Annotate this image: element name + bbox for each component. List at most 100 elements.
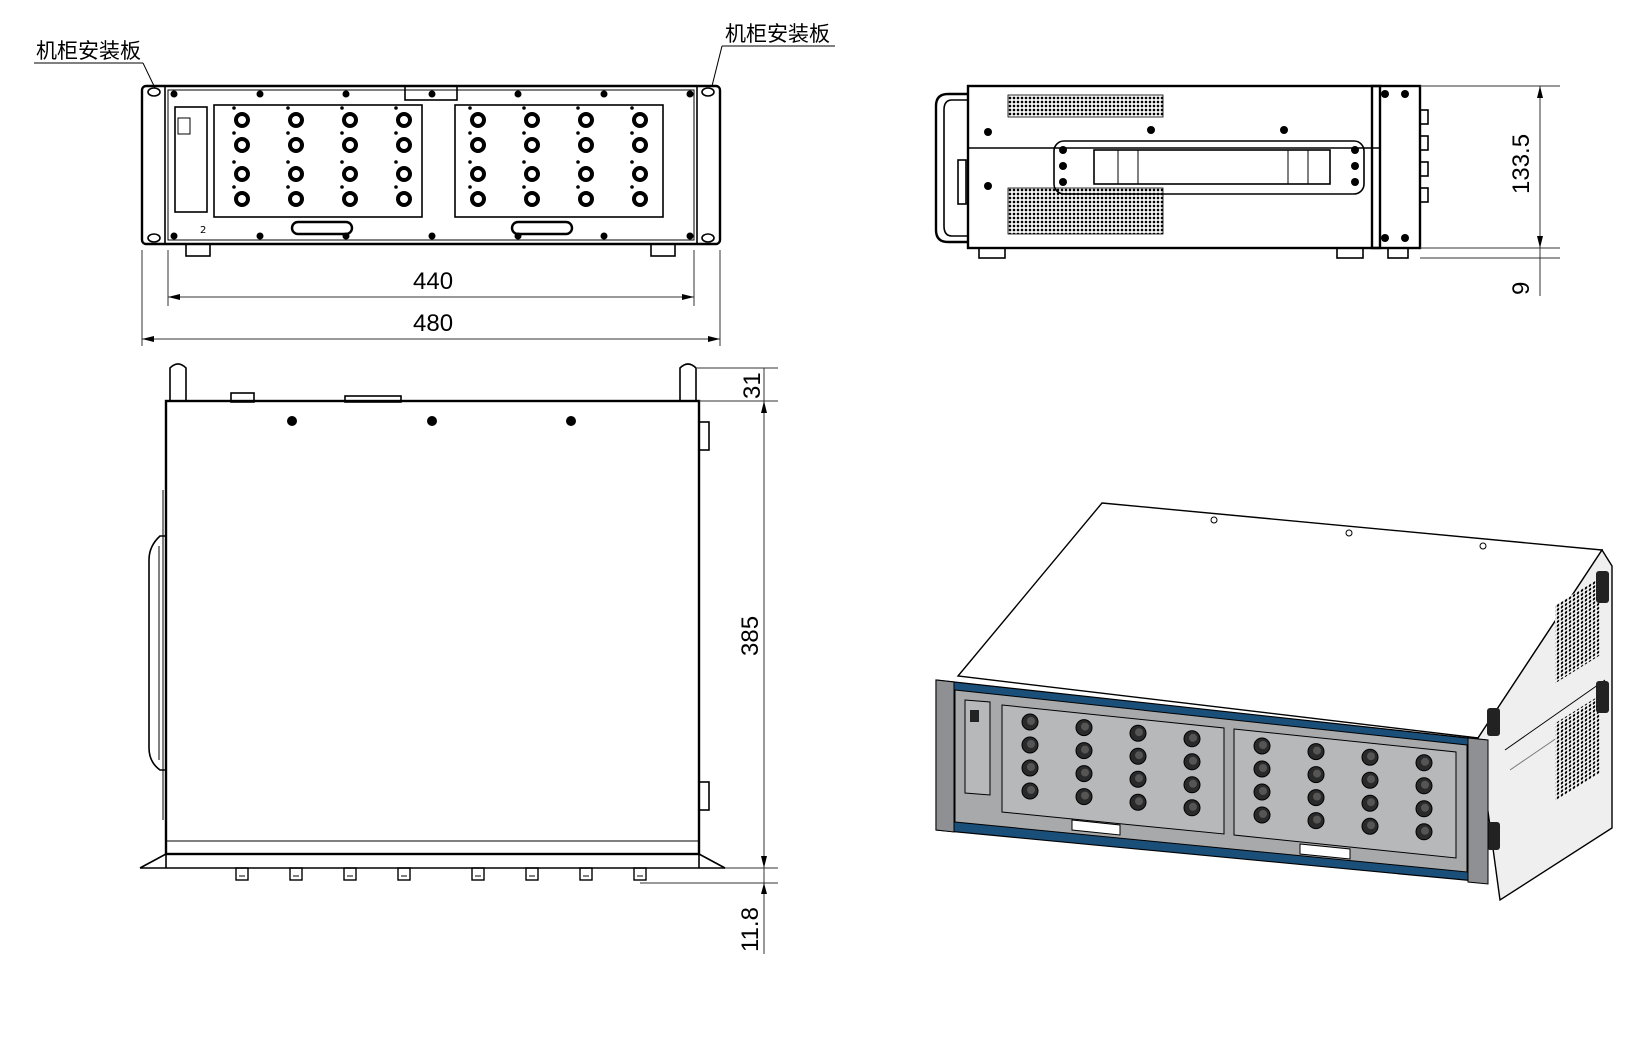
bnc-connector: [1415, 823, 1433, 841]
bnc-connector: [1253, 783, 1271, 801]
front-view: 机柜安装板 机柜安装板 2: [34, 22, 835, 346]
dim-height: 133.5: [1508, 134, 1535, 194]
bnc-connector: [1075, 788, 1093, 806]
bnc-connector: [1021, 713, 1039, 731]
screw: [170, 232, 178, 240]
connector-stub: [633, 867, 647, 881]
bnc-connector: [1129, 747, 1147, 765]
bnc-connector: [468, 131, 486, 153]
panel-label-right: 机柜安装板: [725, 22, 830, 46]
screw: [342, 90, 350, 98]
bnc-connector: [1129, 793, 1147, 811]
dim-handle: 31: [739, 372, 766, 399]
bnc-connector: [468, 160, 486, 182]
screw: [1147, 126, 1155, 134]
bnc-connector: [630, 131, 648, 153]
connector-stub: [289, 867, 303, 881]
bnc-connector: [286, 160, 304, 182]
top-view: 31 385 11.8: [139, 363, 778, 954]
bnc-connector: [1415, 777, 1433, 795]
bnc-connector: [394, 185, 412, 207]
svg-text:2: 2: [200, 225, 206, 236]
screw: [686, 90, 694, 98]
bnc-connector: [340, 160, 358, 182]
bnc-connector: [1075, 765, 1093, 783]
bnc-connector: [522, 160, 540, 182]
bnc-connector: [286, 106, 304, 128]
dim-foot-height: 9: [1508, 282, 1535, 295]
bnc-connector: [630, 106, 648, 128]
bnc-connector: [468, 185, 486, 207]
bnc-connector: [394, 160, 412, 182]
bnc-connector: [340, 131, 358, 153]
screw: [1280, 126, 1288, 134]
connector-stub: [471, 867, 485, 881]
bnc-connector: [576, 131, 594, 153]
bnc-connector: [286, 185, 304, 207]
screw: [686, 232, 694, 240]
screw: [1401, 234, 1409, 242]
bnc-connector: [394, 106, 412, 128]
bnc-connector: [522, 131, 540, 153]
bnc-connector: [1183, 799, 1201, 817]
screw: [1059, 146, 1067, 154]
bnc-connector: [468, 106, 486, 128]
bnc-connector: [1253, 760, 1271, 778]
bnc-connector: [576, 160, 594, 182]
bnc-connector: [1307, 766, 1325, 784]
bnc-connector: [1253, 737, 1271, 755]
bnc-connector: [1021, 759, 1039, 777]
bnc-connector: [1183, 776, 1201, 794]
bnc-connector: [1361, 748, 1379, 766]
bnc-connector: [630, 160, 648, 182]
screw: [600, 232, 608, 240]
dim-inner-width: 440: [413, 268, 453, 295]
screw: [1381, 234, 1389, 242]
dim-depth: 385: [737, 616, 764, 656]
bnc-connector: [630, 185, 648, 207]
screw: [1351, 146, 1359, 154]
bnc-connector: [1361, 771, 1379, 789]
bnc-connector: [1307, 743, 1325, 761]
screw: [984, 128, 992, 136]
bnc-connector: [1183, 730, 1201, 748]
bnc-connector: [522, 185, 540, 207]
bnc-connector: [1361, 817, 1379, 835]
screw: [1381, 90, 1389, 98]
bnc-connector: [522, 106, 540, 128]
bnc-connector: [1075, 742, 1093, 760]
bnc-connector: [232, 185, 250, 207]
side-view: 133.5 9: [934, 84, 1560, 296]
screw: [256, 90, 264, 98]
screw: [600, 90, 608, 98]
connector-stub: [525, 867, 539, 881]
dim-outer-width: 480: [413, 310, 453, 337]
screw: [1401, 90, 1409, 98]
bnc-connector: [1021, 782, 1039, 800]
connector-stub: [397, 867, 411, 881]
bnc-connector: [1129, 724, 1147, 742]
screw: [428, 90, 436, 98]
bnc-connector: [232, 106, 250, 128]
screw: [256, 232, 264, 240]
bnc-connector: [1021, 736, 1039, 754]
screw: [1059, 162, 1067, 170]
bnc-connector: [1415, 754, 1433, 772]
bnc-connector: [232, 131, 250, 153]
bnc-connector: [1129, 770, 1147, 788]
bnc-connector: [340, 106, 358, 128]
screw: [1351, 162, 1359, 170]
bnc-connector: [232, 160, 250, 182]
connector-stub: [343, 867, 357, 881]
screw: [170, 90, 178, 98]
screw: [514, 90, 522, 98]
dim-bottom: 11.8: [737, 907, 764, 952]
bnc-connector: [576, 106, 594, 128]
bnc-connector: [1183, 753, 1201, 771]
panel-label-left: 机柜安装板: [36, 39, 141, 63]
screw: [428, 232, 436, 240]
connector-stub: [579, 867, 593, 881]
bnc-connector: [1253, 806, 1271, 824]
screw: [1351, 178, 1359, 186]
